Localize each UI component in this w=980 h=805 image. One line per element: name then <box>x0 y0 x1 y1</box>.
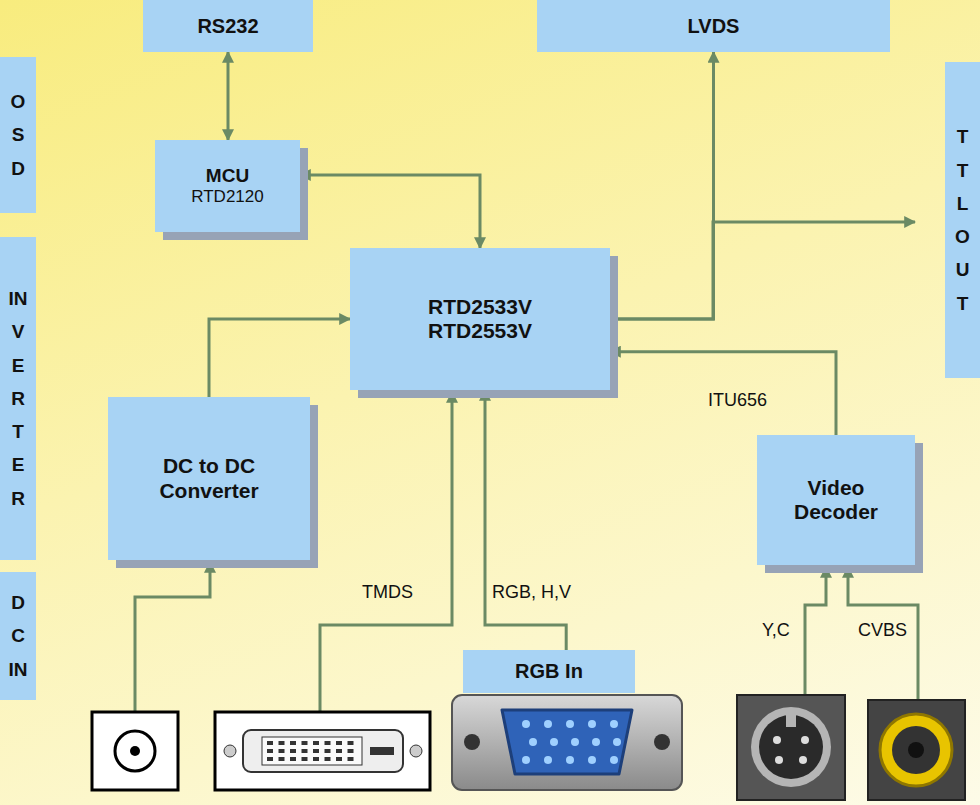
side-band: DC IN <box>0 572 36 700</box>
signal-label: Y,C <box>762 620 790 641</box>
signal-connector <box>485 390 566 650</box>
scaler-chip-box: RTD2533V RTD2553V <box>350 248 610 390</box>
signal-connector <box>610 52 714 319</box>
box-label: DC to DC Converter <box>147 454 272 502</box>
signal-connector <box>227 52 230 140</box>
vertical-label: OSD <box>9 85 28 185</box>
side-band: TTL OUT <box>945 62 980 378</box>
vertical-label: TTL OUT <box>953 120 972 320</box>
tmds-wire <box>320 392 452 712</box>
box-label: RS232 <box>197 15 258 38</box>
signal-label: ITU656 <box>708 390 767 411</box>
signal-connector <box>610 352 836 435</box>
box-label: RTD2533V RTD2553V <box>415 295 545 343</box>
box-label: RTD2120 <box>191 187 263 207</box>
decoder-box: Video Decoder <box>757 435 915 565</box>
interface-band: RS232 <box>143 0 313 52</box>
svideo-connector <box>737 695 845 800</box>
vga-connector <box>452 695 682 790</box>
connector-band: RGB In <box>463 650 635 693</box>
box-label: LVDS <box>688 15 740 38</box>
vertical-label: INVERTER <box>9 282 28 515</box>
signal-label: RGB, H,V <box>492 582 571 603</box>
signal-label: CVBS <box>858 620 907 641</box>
signal-connector <box>209 319 350 397</box>
box-label: MCU <box>206 165 249 187</box>
side-band: OSD <box>0 57 36 213</box>
svideo-wire <box>805 567 826 695</box>
side-band: INVERTER <box>0 237 36 560</box>
box-label: RGB In <box>515 660 583 683</box>
power-wire <box>135 562 210 712</box>
signal-connector <box>300 175 480 248</box>
cvbs-wire <box>848 567 918 700</box>
signal-connector <box>610 222 915 319</box>
dvi-connector <box>215 712 430 790</box>
rca-connector <box>868 700 965 800</box>
dc-jack <box>92 712 178 790</box>
converter-box: DC to DC Converter <box>108 397 310 560</box>
box-label: Video Decoder <box>786 476 886 524</box>
vertical-label: DC IN <box>9 586 28 686</box>
mcu-box: MCURTD2120 <box>155 140 300 232</box>
interface-band: LVDS <box>537 0 890 52</box>
edge-layer <box>209 52 915 650</box>
signal-label: TMDS <box>362 582 413 603</box>
